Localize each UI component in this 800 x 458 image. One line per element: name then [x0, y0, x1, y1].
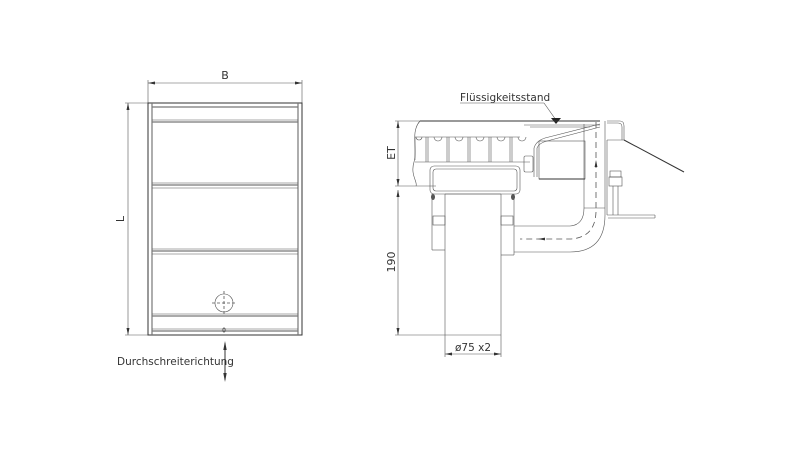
basin-rim — [412, 120, 600, 187]
overflow-pipe — [514, 121, 606, 253]
basin-side-wall — [523, 123, 601, 180]
cross-bar-bottom — [152, 328, 298, 332]
liquid-level-label: Flüssigkeitsstand — [460, 92, 550, 104]
mounting-bracket — [606, 120, 685, 219]
top-view: B L — [114, 69, 303, 382]
grate-frame — [147, 102, 303, 336]
dimension-width: B — [147, 69, 303, 104]
flow-up-arrow-icon — [594, 160, 598, 167]
cross-bar-2 — [152, 248, 298, 255]
drain-housing — [429, 165, 521, 336]
seal-ring-right — [511, 194, 515, 200]
dimension-length: L — [114, 102, 148, 336]
walk-direction-arrow-icon — [223, 341, 227, 382]
grate-bars — [414, 136, 530, 163]
cross-bar-3 — [152, 313, 298, 317]
cross-bar-1 — [152, 182, 298, 189]
dimension-length-label: L — [114, 215, 127, 222]
flow-left-arrow-icon — [538, 237, 545, 241]
dimension-height: 190 — [385, 190, 445, 336]
section-view: Flüssigkeitsstand ET 190 — [385, 92, 685, 357]
dimension-et-label: ET — [385, 146, 398, 160]
seal-ring-left — [431, 194, 435, 200]
dimension-width-label: B — [221, 69, 229, 82]
drain-circle-icon — [212, 291, 236, 315]
center-mark-icon — [221, 327, 227, 333]
dimension-height-label: 190 — [385, 252, 398, 273]
dimension-et: ET — [385, 120, 436, 187]
walk-direction-label: Durchschreiterichtung — [117, 356, 234, 368]
liquid-level-callout: Flüssigkeitsstand — [460, 92, 600, 128]
dimension-pipe-label: ø75 x2 — [455, 342, 491, 354]
dimension-pipe: ø75 x2 — [444, 335, 502, 357]
